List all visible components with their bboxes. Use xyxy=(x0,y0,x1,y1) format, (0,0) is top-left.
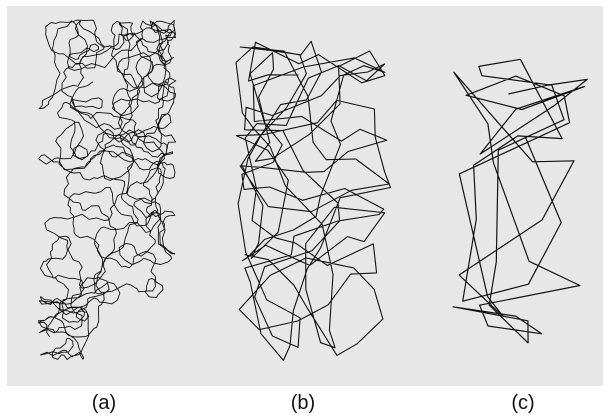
panel-label-b: (b) xyxy=(273,392,333,414)
backbone-trace-a xyxy=(38,20,176,359)
backbone-polyline-b xyxy=(236,41,391,360)
backbone-polyline-a xyxy=(38,20,176,359)
backbone-trace-b xyxy=(236,41,391,360)
panel-label-a: (a) xyxy=(74,392,134,414)
backbone-polyline-c xyxy=(453,59,587,343)
panel-label-c: (c) xyxy=(493,392,553,414)
backbone-trace-c xyxy=(453,59,587,343)
